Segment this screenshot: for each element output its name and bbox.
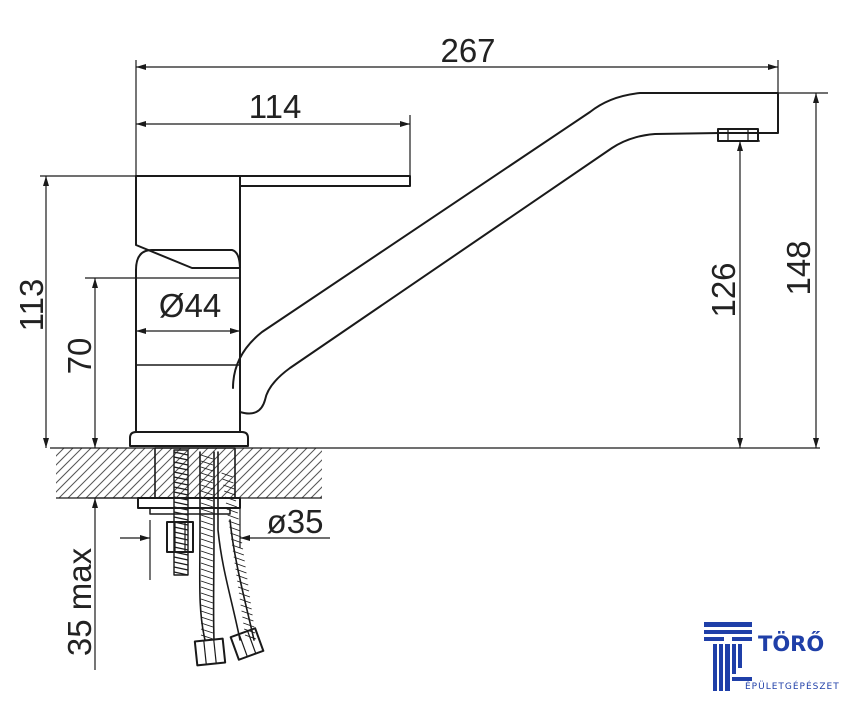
brand-tagline: ÉPÜLETGÉPÉSZET xyxy=(745,680,840,692)
faucet-outline xyxy=(129,92,779,447)
extension-lines xyxy=(40,60,828,580)
max-counter-label: 35 max xyxy=(61,547,98,656)
handle-length-label: 114 xyxy=(249,88,302,125)
dimension-lines xyxy=(43,64,819,670)
total-height-label: 113 xyxy=(13,279,50,332)
mounting-hardware xyxy=(137,447,241,576)
overall-height-label: 148 xyxy=(780,240,817,295)
total-length-label: 267 xyxy=(440,32,495,69)
body-diameter-label: Ø44 xyxy=(159,287,221,324)
countertop-hatch xyxy=(56,448,322,498)
supply-hoses xyxy=(193,451,265,667)
mount-hole-label: ø35 xyxy=(267,503,324,540)
threaded-stud xyxy=(173,449,189,576)
spout-height-label: 126 xyxy=(705,262,742,317)
brand-name: TÖRŐ xyxy=(758,631,824,656)
toro-logo-icon xyxy=(704,622,752,691)
body-height-label: 70 xyxy=(61,338,98,375)
